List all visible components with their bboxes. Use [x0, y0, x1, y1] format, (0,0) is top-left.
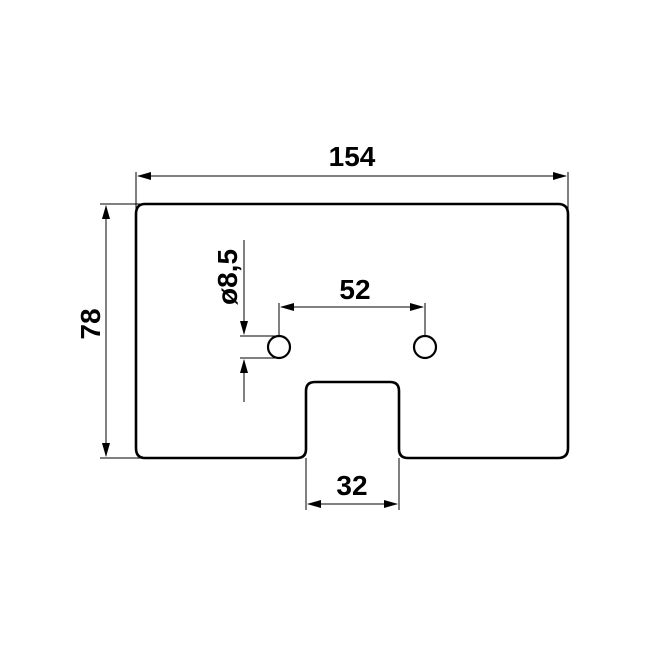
hole-spacing-dimension: 52: [278, 274, 426, 336]
hole-spacing-label: 52: [339, 274, 370, 305]
slot-width-dimension: 32: [305, 458, 400, 510]
slot-arrow-right: [384, 500, 398, 508]
width-label: 154: [329, 141, 376, 172]
width-arrow-left: [137, 172, 151, 180]
mounting-hole-left: [266, 334, 292, 360]
hole-diameter-label: ø8,5: [212, 249, 243, 305]
hole-diameter-dimension: ø8,5: [212, 240, 279, 402]
height-arrow-top: [102, 205, 110, 219]
slot-width-label: 32: [336, 470, 367, 501]
mounting-hole-right: [412, 334, 438, 360]
diameter-arrow-bottom: [240, 359, 248, 373]
width-arrow-right: [553, 172, 567, 180]
width-dimension: 154: [135, 141, 569, 210]
plate-outline: [134, 202, 570, 460]
spacing-arrow-left: [280, 303, 294, 311]
height-arrow-bottom: [102, 443, 110, 457]
slot-arrow-left: [307, 500, 321, 508]
height-label: 78: [75, 308, 106, 339]
height-dimension: 78: [75, 203, 142, 459]
diameter-arrow-top: [240, 321, 248, 335]
spacing-arrow-right: [410, 303, 424, 311]
